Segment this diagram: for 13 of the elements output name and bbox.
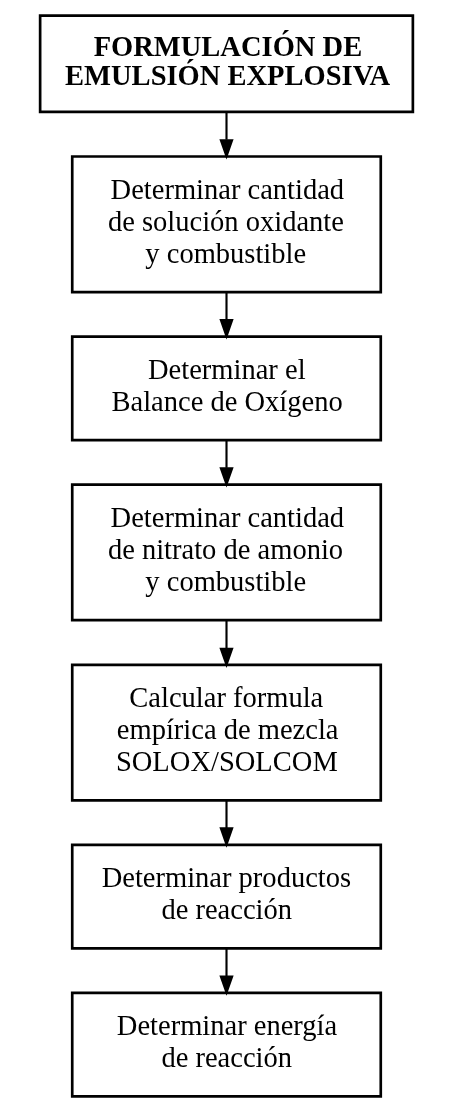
node-box: Determinar el Balance de Oxígeno	[70, 335, 383, 442]
arrow	[219, 292, 234, 340]
node-box: Calcular formula empírica de mezcla SOLOX/SOLCOM	[70, 663, 383, 802]
node-box: Determinar cantidad de solución oxidante y combustible	[70, 155, 383, 294]
arrow	[219, 800, 234, 848]
arrow	[219, 440, 234, 488]
node-box: Determinar energía de reacción	[70, 991, 383, 1098]
node-box: FORMULACIÓN DE EMULSIÓN EXPLOSIVA	[38, 14, 415, 114]
node-box: Determinar cantidad de nitrato de amonio y combustible	[70, 483, 383, 622]
arrow	[219, 948, 234, 996]
arrow	[219, 620, 234, 668]
arrow	[219, 112, 234, 160]
node-box: Determinar productos de reacción	[70, 843, 383, 950]
